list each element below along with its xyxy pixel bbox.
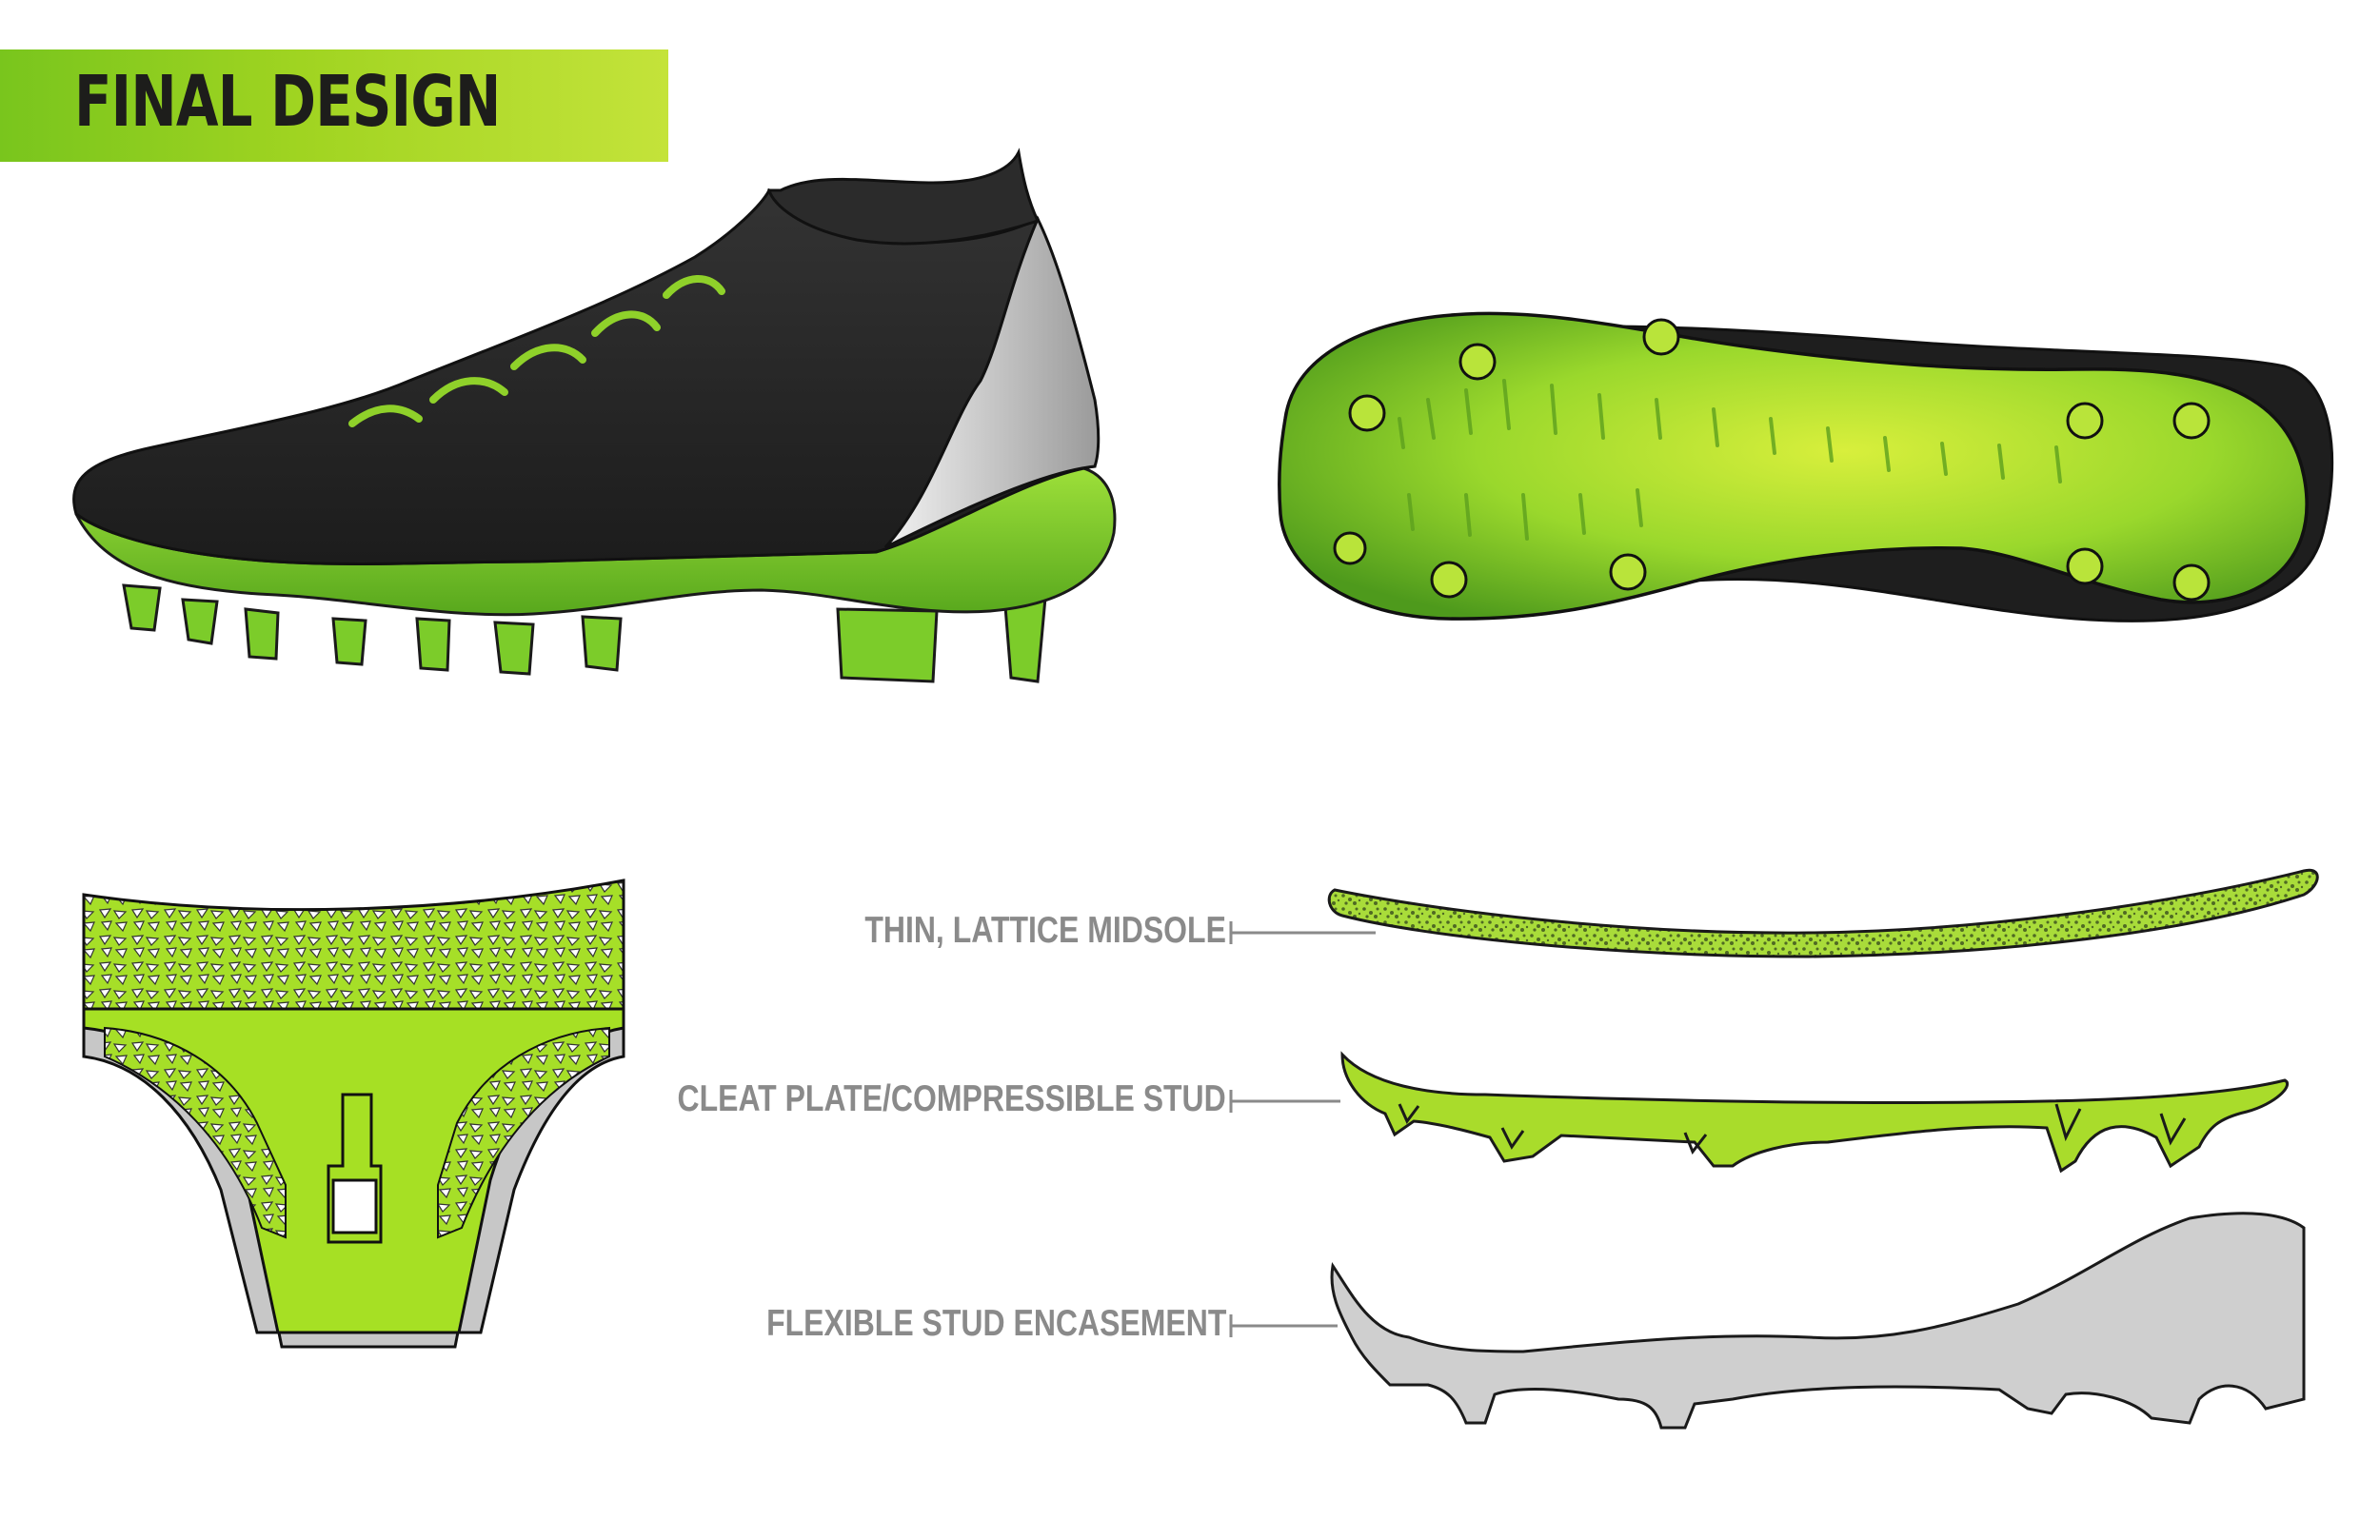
label-stud-encasement: FLEXIBLE STUD ENCASEMENT <box>766 1303 1226 1345</box>
layer-lattice-midsole <box>1329 870 2317 957</box>
layer-cleat-plate <box>1342 1055 2288 1171</box>
boot-side-view <box>74 152 1115 681</box>
label-cleat-plate: CLEAT PLATE/COMPRESSIBLE STUD <box>678 1078 1226 1120</box>
leader-lines <box>1231 921 1376 1337</box>
exploded-layers <box>1329 870 2317 1428</box>
cross-section-stud-cavity <box>333 1180 376 1233</box>
layer-stud-encasement <box>1332 1214 2304 1428</box>
outsole-bottom-view <box>1279 313 2332 621</box>
cross-section-lattice-midsole <box>84 880 624 1009</box>
sole-cross-section <box>84 880 624 1347</box>
label-lattice-midsole: THIN, LATTICE MIDSOLE <box>864 910 1226 952</box>
